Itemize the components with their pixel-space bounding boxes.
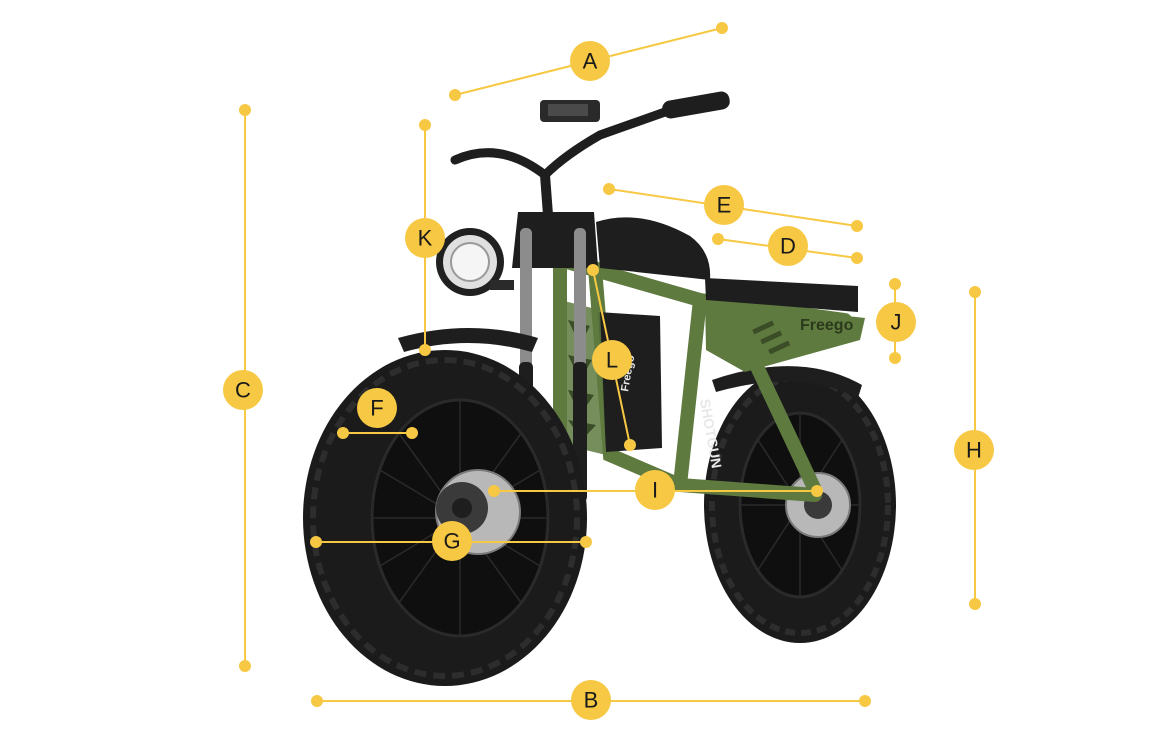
badge-e	[704, 185, 744, 225]
dimension-a: A	[449, 22, 728, 101]
dimension-e: E	[603, 183, 863, 232]
dimension-b: B	[311, 680, 871, 720]
badge-a	[570, 41, 610, 81]
badge-f-label: F	[370, 396, 383, 421]
badge-d	[768, 226, 808, 266]
badge-e-label: E	[717, 193, 732, 218]
rear-fender	[712, 366, 862, 398]
dimension-d: D	[712, 226, 863, 266]
dimension-g: G	[310, 521, 592, 561]
badge-i-label: I	[652, 478, 658, 503]
badge-k	[405, 218, 445, 258]
badge-g-label: G	[443, 529, 460, 554]
rear-wheel	[704, 367, 896, 643]
front-wheel	[303, 350, 587, 686]
seat	[705, 278, 858, 312]
headlight	[436, 228, 514, 296]
badge-i	[635, 470, 675, 510]
dimension-c: C	[223, 104, 263, 672]
tank	[596, 217, 711, 280]
dimension-k: K	[405, 119, 445, 356]
badge-j-label: J	[891, 310, 902, 335]
badge-l	[592, 340, 632, 380]
dimension-h: H	[954, 286, 994, 610]
badge-c-label: C	[235, 378, 251, 403]
badge-g	[432, 521, 472, 561]
badge-c	[223, 370, 263, 410]
handlebar	[450, 91, 730, 216]
dimension-i: I	[488, 470, 823, 510]
dimension-l: L	[587, 264, 636, 451]
ebike-illustration: Freego Freego SHOTGUN	[303, 91, 896, 686]
badge-d-label: D	[780, 234, 796, 259]
rack-logo: Freego	[800, 317, 854, 334]
dimension-j: J	[876, 278, 916, 364]
badge-f	[357, 388, 397, 428]
badge-b-label: B	[584, 688, 599, 713]
badge-h-label: H	[966, 438, 982, 463]
rear-rack	[705, 300, 865, 372]
dimension-f: F	[337, 388, 418, 439]
rack-slots	[752, 320, 791, 355]
badge-a-label: A	[583, 49, 598, 74]
badge-l-label: L	[606, 348, 618, 373]
badge-j	[876, 302, 916, 342]
badge-h	[954, 430, 994, 470]
badge-k-label: K	[418, 226, 433, 251]
front-fender	[398, 328, 538, 352]
badge-b	[571, 680, 611, 720]
